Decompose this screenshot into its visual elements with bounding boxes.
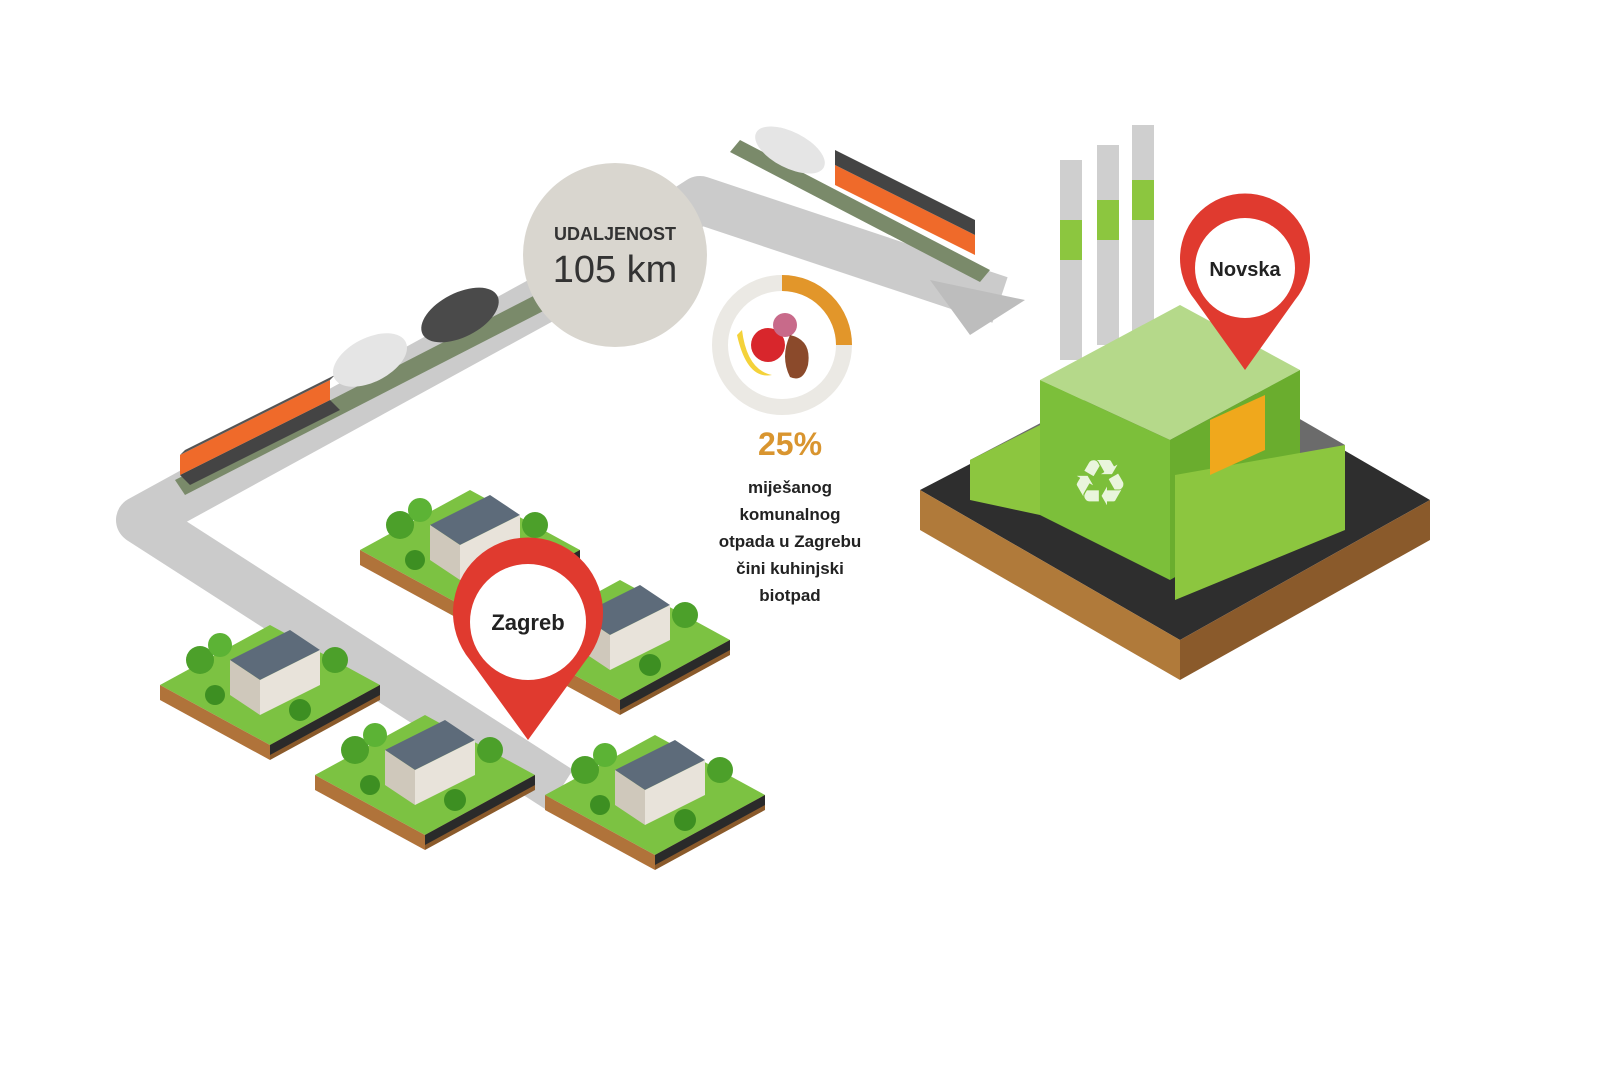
- stat-percent: 25%: [758, 426, 822, 462]
- distance-label: UDALJENOST: [554, 224, 676, 244]
- train-lower: [175, 287, 555, 495]
- stat-line: otpada u Zagrebu: [719, 532, 862, 551]
- pin-zagreb: Zagreb: [453, 537, 604, 740]
- stat-line: komunalnog: [739, 505, 840, 524]
- stat-line: biotpad: [759, 586, 820, 605]
- stat-line: miješanog: [748, 478, 832, 497]
- house-tile: [545, 735, 765, 870]
- route-arrow-icon: [930, 280, 1025, 335]
- pin-label-zagreb: Zagreb: [491, 610, 564, 635]
- donut-arc: [712, 275, 852, 415]
- recycle-icon: ♻: [1071, 447, 1128, 519]
- distance-badge: UDALJENOST 105 km: [523, 163, 707, 347]
- biowaste-donut: [712, 275, 852, 415]
- pin-label-novska: Novska: [1209, 259, 1281, 281]
- stat-text: 25% miješanog komunalnog otpada u Zagreb…: [719, 426, 862, 605]
- food-icon: [737, 313, 809, 379]
- zagreb-houses: [160, 490, 765, 870]
- train-upper: [730, 126, 990, 282]
- pin-novska: Novska: [1180, 193, 1310, 370]
- novska-factory: ♻: [920, 125, 1430, 680]
- stat-line: čini kuhinjski: [736, 559, 844, 578]
- distance-value: 105 km: [553, 249, 678, 291]
